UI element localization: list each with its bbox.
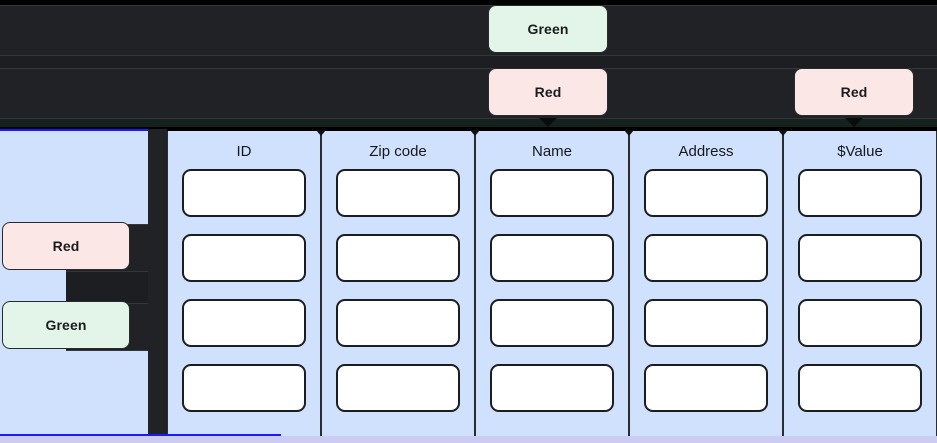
column-header: Zip code [369, 143, 427, 160]
left-panel [0, 129, 148, 443]
column-header: Address [678, 143, 734, 160]
column-divider-marker-icon [624, 130, 634, 136]
table-column: Name [470, 130, 629, 443]
top-row-2 [0, 68, 937, 119]
table-column: ID [167, 131, 321, 443]
pointer-down-icon-right [845, 118, 863, 127]
table-cell-input[interactable] [798, 234, 922, 282]
data-table: ID Zip code Name Address $Value [167, 130, 937, 443]
left-panel-band-mid [66, 272, 148, 303]
table-cell-input[interactable] [490, 364, 614, 412]
column-header: Name [531, 143, 572, 160]
table-cell-input[interactable] [182, 364, 306, 412]
top-row-1 [0, 5, 937, 56]
top-row-separator-2 [0, 119, 937, 127]
table-cell-input[interactable] [798, 364, 922, 412]
table-cell-input[interactable] [644, 364, 768, 412]
table-cell-input[interactable] [336, 299, 460, 347]
bottom-band [0, 436, 937, 443]
left-panel-bottom-rule [0, 434, 281, 437]
table-cell-input[interactable] [336, 364, 460, 412]
column-header: $Value [837, 143, 883, 160]
column-divider-marker-icon [316, 130, 326, 136]
table-cell-input[interactable] [182, 234, 306, 282]
table-cell-input[interactable] [644, 299, 768, 347]
column-divider-marker-icon [470, 130, 480, 136]
badge-red-top-left[interactable]: Red [488, 68, 608, 116]
table-column: Zip code [316, 130, 475, 443]
table-cell-input[interactable] [490, 169, 614, 217]
badge-green-top[interactable]: Green [488, 5, 608, 53]
table-cell-input[interactable] [644, 234, 768, 282]
table-cell-input[interactable] [336, 169, 460, 217]
column-header: ID [236, 143, 252, 160]
table-cell-input[interactable] [490, 234, 614, 282]
sidebar-item-red[interactable]: Red [2, 222, 130, 270]
top-row-separator-1 [0, 56, 937, 68]
pointer-down-icon-left [539, 118, 557, 127]
table-cell-input[interactable] [490, 299, 614, 347]
table-cell-input[interactable] [182, 299, 306, 347]
sidebar-item-green[interactable]: Green [2, 301, 130, 349]
badge-red-top-right[interactable]: Red [794, 68, 914, 116]
table-cell-input[interactable] [182, 169, 306, 217]
table-cell-input[interactable] [798, 299, 922, 347]
column-divider-marker-icon [778, 130, 788, 136]
table-column: $Value [778, 130, 937, 443]
table-cell-input[interactable] [644, 169, 768, 217]
table-cell-input[interactable] [336, 234, 460, 282]
panel-table-gutter [148, 129, 167, 443]
table-cell-input[interactable] [798, 169, 922, 217]
table-column: Address [624, 130, 783, 443]
